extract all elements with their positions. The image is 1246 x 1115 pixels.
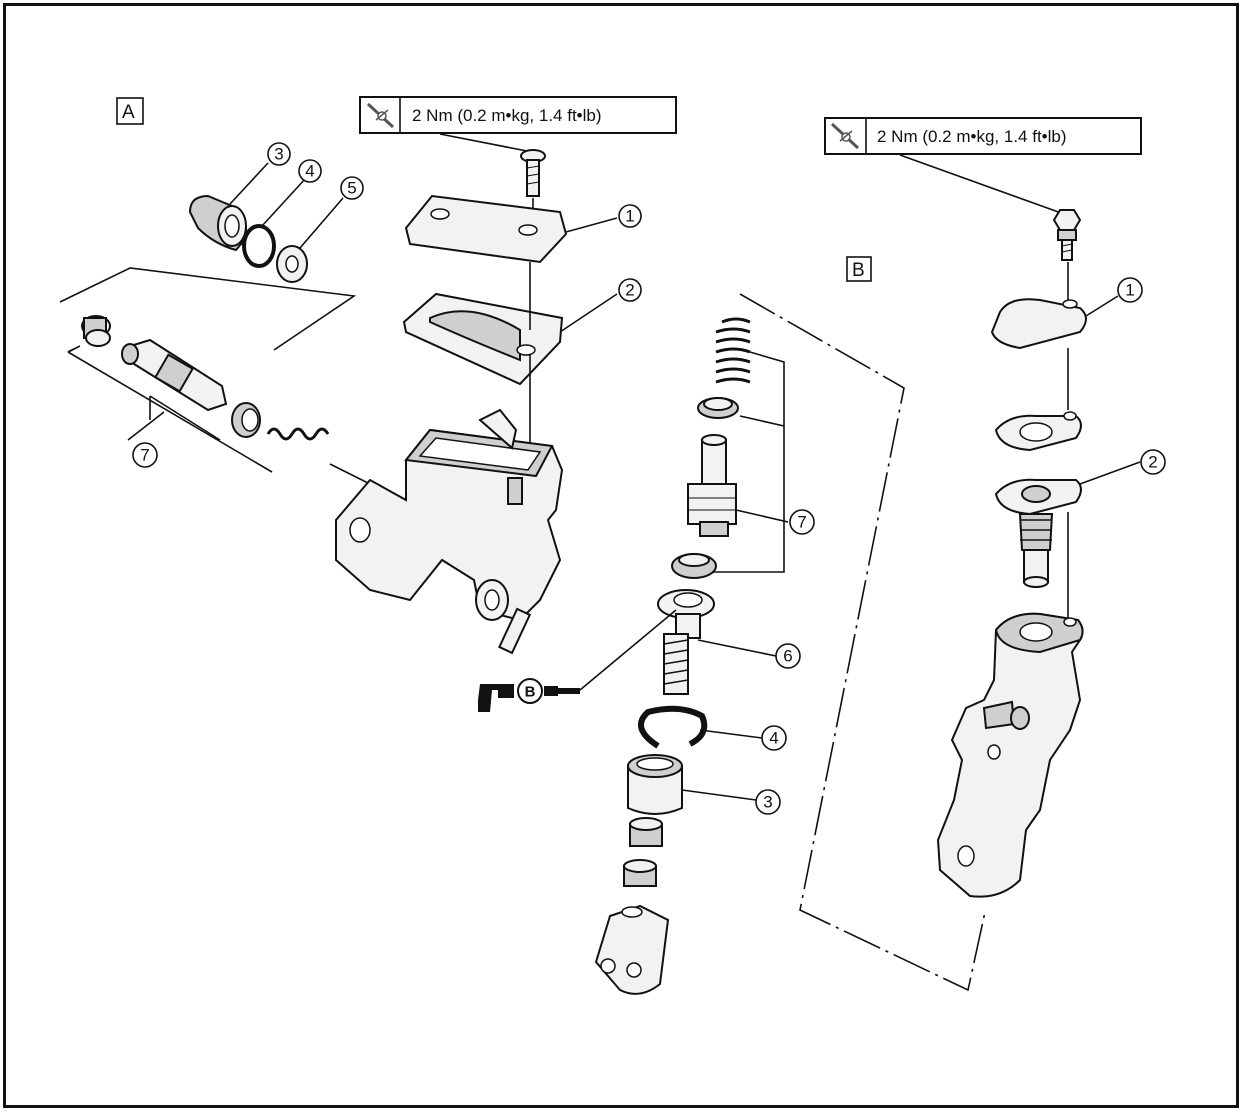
diaphragm-a xyxy=(402,262,618,470)
svg-text:2: 2 xyxy=(1148,453,1157,472)
torque-spec-b: 2 Nm (0.2 m•kg, 1.4 ft•lb) xyxy=(824,117,1142,155)
reservoir-cap-a xyxy=(404,194,618,264)
torque-wrench-icon xyxy=(366,102,395,129)
seal-b-2 xyxy=(671,553,717,579)
svg-text:2: 2 xyxy=(625,281,634,300)
bolt-b xyxy=(899,154,1082,300)
clevis-b xyxy=(594,904,670,995)
callout-b-4: 4 xyxy=(761,725,787,751)
svg-text:1: 1 xyxy=(1125,281,1134,300)
svg-text:4: 4 xyxy=(305,162,314,181)
torque-spec-a: 2 Nm (0.2 m•kg, 1.4 ft•lb) xyxy=(359,96,677,134)
boot-a xyxy=(188,162,269,252)
piston-b xyxy=(687,434,737,537)
diaphragm-b xyxy=(994,461,1141,618)
svg-text:5: 5 xyxy=(347,179,356,198)
callout-b-2: 2 xyxy=(1140,449,1166,475)
section-a-label: A xyxy=(116,97,144,125)
boot-b xyxy=(627,754,757,815)
circlip-b xyxy=(637,705,763,749)
gasket-b xyxy=(994,411,1082,452)
grease-gun-icon xyxy=(478,678,580,712)
svg-text:1: 1 xyxy=(625,207,634,226)
circlip-a xyxy=(242,177,307,268)
svg-text:6: 6 xyxy=(783,647,792,666)
section-a-letter: A xyxy=(122,102,135,123)
grease-mark: B xyxy=(478,609,677,712)
dash-bracket-b xyxy=(739,293,986,992)
callout-a-5: 5 xyxy=(340,176,364,200)
locknut-b xyxy=(629,817,663,847)
master-cylinder-body-b xyxy=(936,612,1084,898)
callout-a-2: 2 xyxy=(618,278,642,302)
torque-value-a: 2 Nm (0.2 m•kg, 1.4 ft•lb) xyxy=(412,106,602,125)
callout-b-6: 6 xyxy=(775,643,801,669)
washer-a xyxy=(276,197,344,283)
svg-text:7: 7 xyxy=(140,446,149,465)
grease-mark-letter: B xyxy=(525,684,536,701)
callout-a-1: 1 xyxy=(618,204,642,228)
section-b-letter: B xyxy=(852,260,865,281)
callout-a-4: 4 xyxy=(298,159,322,183)
bracket-lines-a xyxy=(59,267,357,473)
master-cylinder-body-a xyxy=(335,408,564,655)
callout-a-3: 3 xyxy=(267,142,291,166)
bracket-lines-b7 xyxy=(712,351,789,573)
nut-b xyxy=(623,859,657,887)
seal-b-1 xyxy=(697,397,739,419)
cap-nut-a xyxy=(81,315,111,347)
callout-a-7: 7 xyxy=(132,442,158,468)
cup-seal-a xyxy=(231,402,261,438)
svg-text:4: 4 xyxy=(769,729,778,748)
piston-a xyxy=(121,338,228,412)
callout-b-1: 1 xyxy=(1117,277,1143,303)
torque-wrench-icon xyxy=(830,122,860,150)
section-b-label: B xyxy=(846,256,872,282)
cover-b xyxy=(990,295,1119,410)
spring-b xyxy=(715,317,751,384)
svg-text:3: 3 xyxy=(763,793,772,812)
svg-text:7: 7 xyxy=(797,513,806,532)
callout-b-3: 3 xyxy=(755,789,781,815)
spring-a xyxy=(266,427,375,487)
diagram-frame xyxy=(3,3,1239,1108)
push-rod-b xyxy=(657,589,777,695)
callout-b-7: 7 xyxy=(789,509,815,535)
torque-value-b: 2 Nm (0.2 m•kg, 1.4 ft•lb) xyxy=(877,127,1067,146)
svg-text:3: 3 xyxy=(274,145,283,164)
